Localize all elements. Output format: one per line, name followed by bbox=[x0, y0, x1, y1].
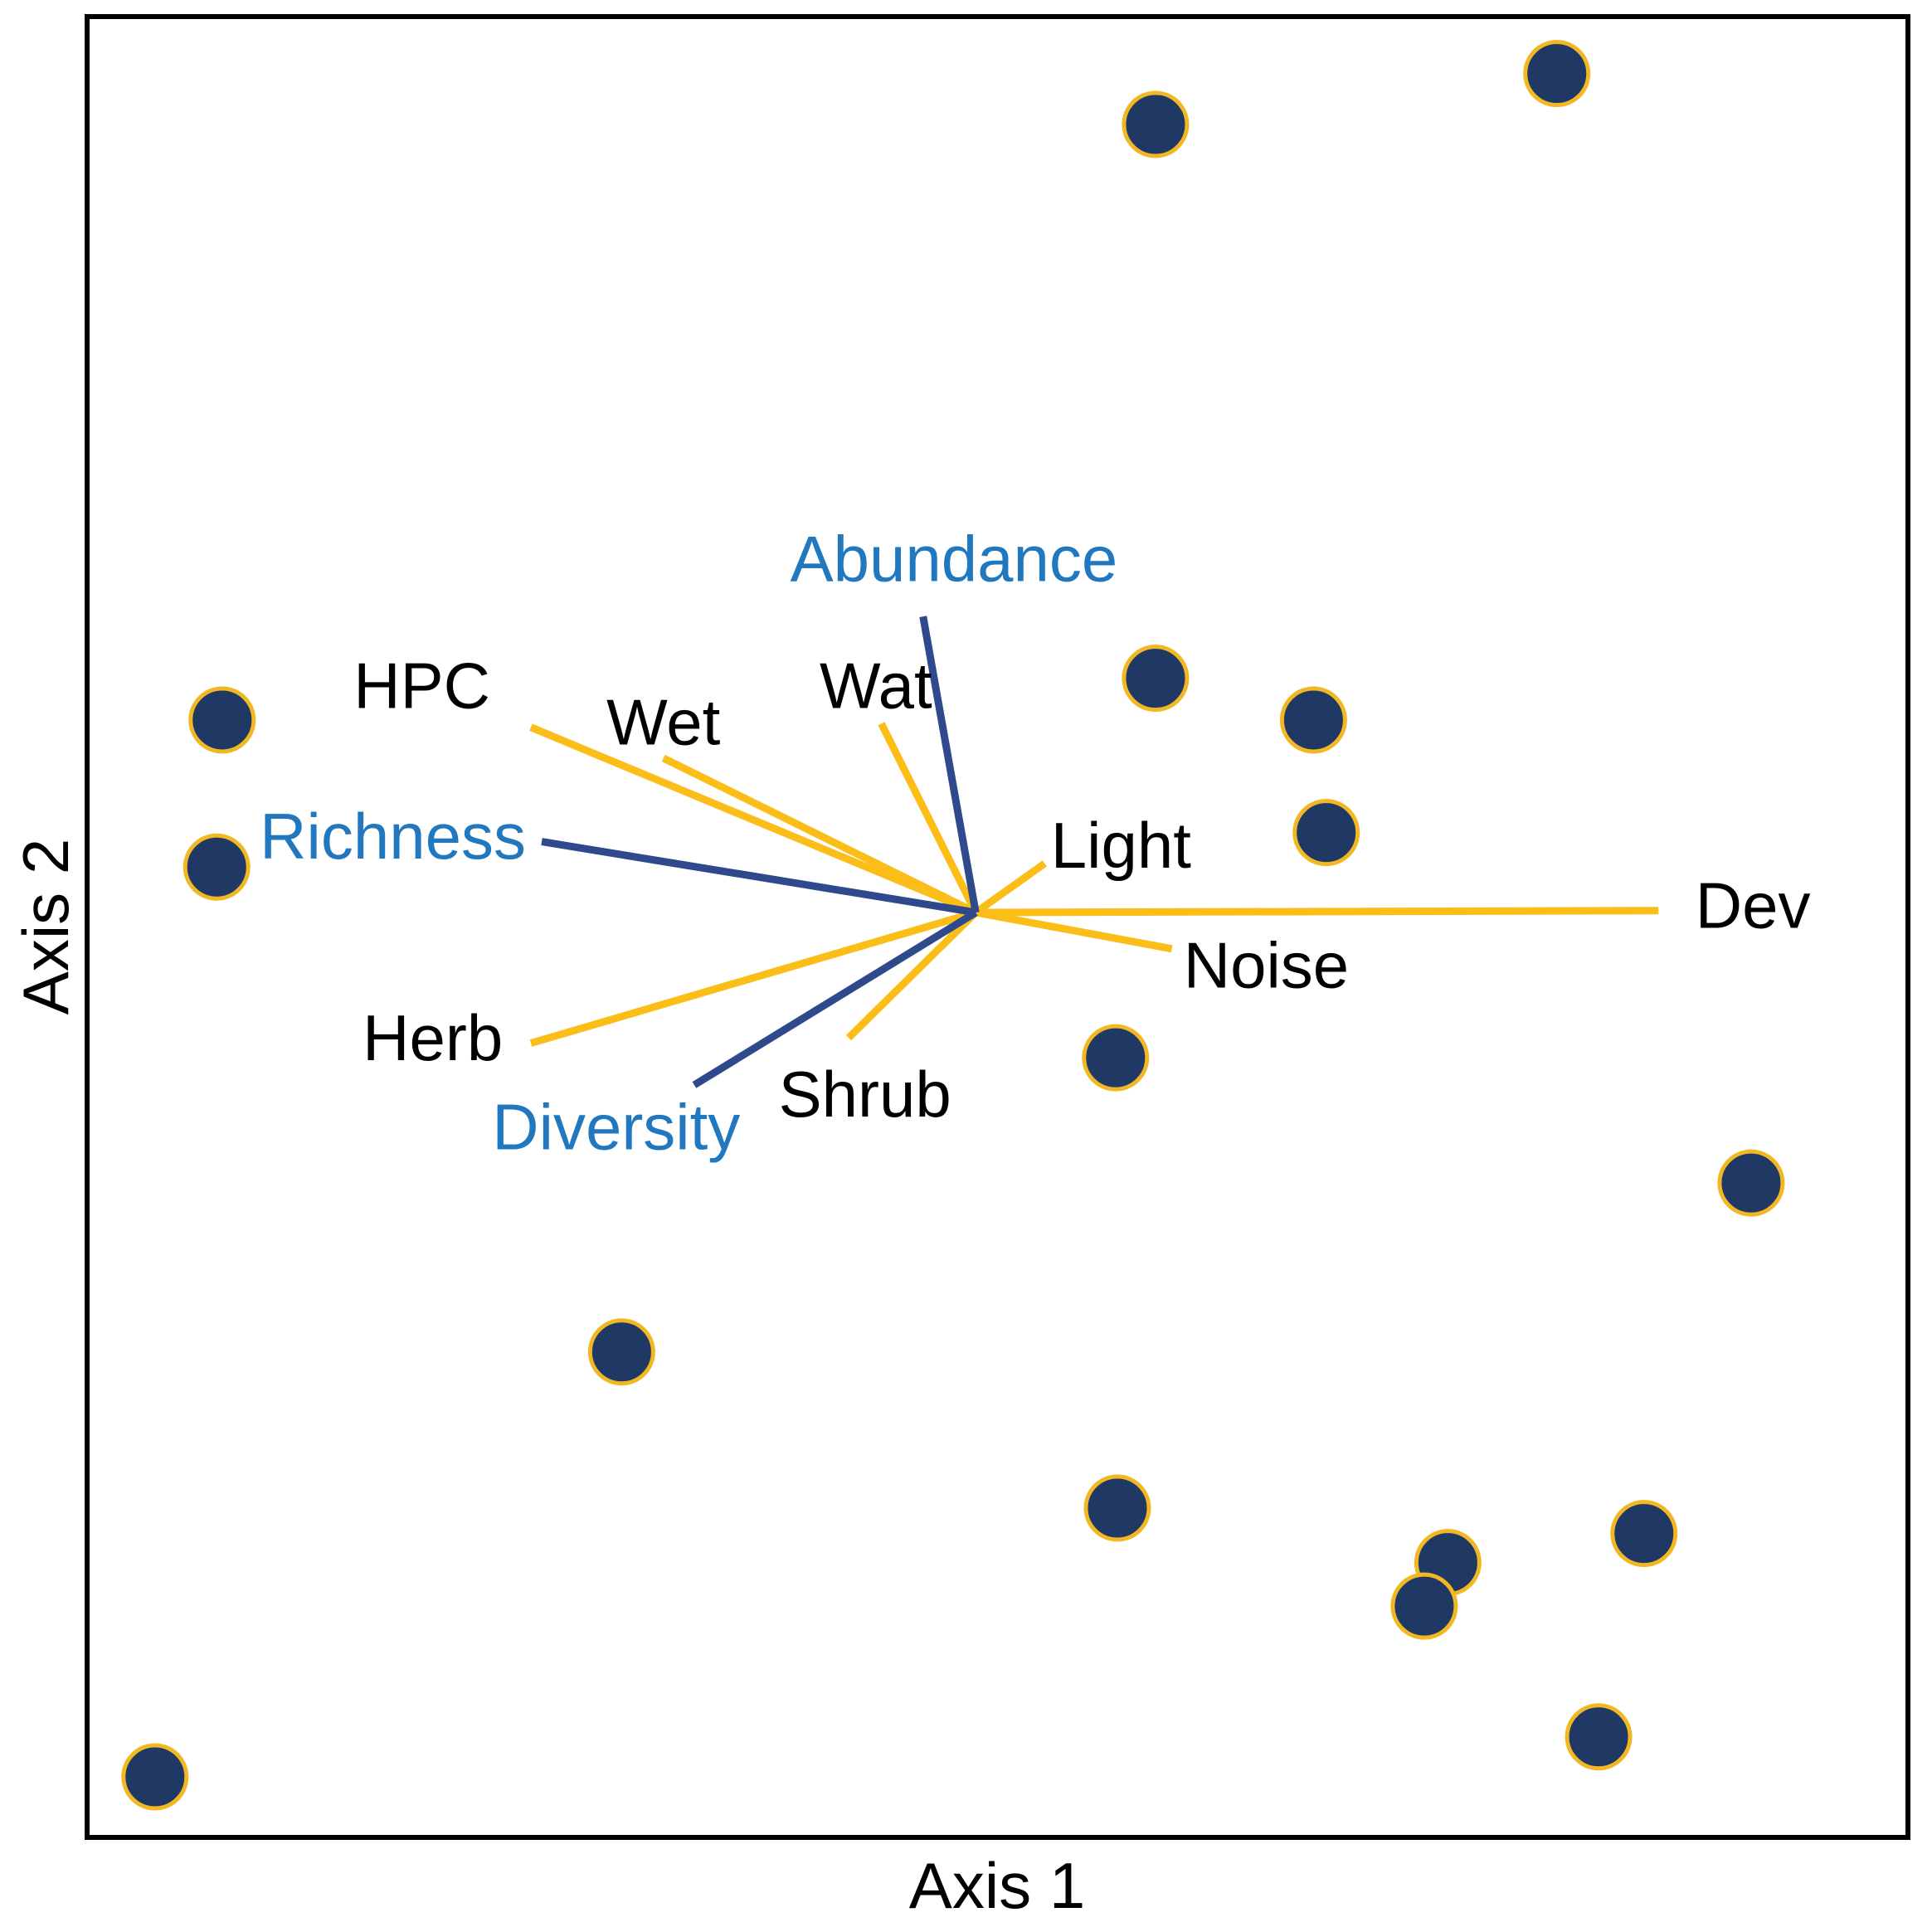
vector-label-richness: Richness bbox=[260, 800, 526, 873]
vector-label-noise: Noise bbox=[1184, 929, 1349, 1002]
data-point bbox=[1279, 686, 1347, 754]
vector-dev bbox=[976, 907, 1659, 917]
vector-label-wet: Wet bbox=[606, 685, 721, 758]
data-point bbox=[1523, 40, 1591, 108]
data-point bbox=[1082, 1024, 1150, 1092]
vector-label-wat: Wat bbox=[820, 650, 932, 723]
vector-label-diversity: Diversity bbox=[492, 1090, 740, 1163]
vector-shrub bbox=[845, 909, 979, 1041]
x-axis-label: Axis 1 bbox=[909, 1849, 1085, 1922]
data-point bbox=[1565, 1703, 1633, 1771]
points-layer bbox=[121, 40, 1785, 1811]
vector-noise bbox=[975, 908, 1173, 953]
data-point bbox=[121, 1743, 189, 1811]
data-point bbox=[1610, 1500, 1678, 1568]
vector-abundance bbox=[919, 616, 980, 913]
vector-richness bbox=[541, 838, 976, 917]
vector-diversity bbox=[692, 909, 978, 1088]
vector-wat bbox=[878, 722, 980, 915]
data-point bbox=[1717, 1149, 1785, 1217]
vector-hpc bbox=[529, 723, 977, 917]
vector-label-hpc: HPC bbox=[353, 650, 490, 723]
vector-label-herb: Herb bbox=[363, 1001, 503, 1074]
data-point bbox=[1292, 799, 1360, 867]
data-point bbox=[587, 1318, 655, 1386]
vector-label-abundance: Abundance bbox=[791, 522, 1118, 595]
data-point bbox=[1083, 1474, 1151, 1542]
data-point bbox=[1390, 1572, 1458, 1640]
vector-herb bbox=[529, 908, 977, 1047]
vector-label-shrub: Shrub bbox=[779, 1058, 951, 1131]
plot-frame bbox=[85, 14, 1910, 1840]
data-point bbox=[182, 833, 251, 901]
data-point bbox=[1122, 90, 1190, 158]
data-point bbox=[1122, 645, 1190, 713]
y-axis-label: Axis 2 bbox=[9, 839, 82, 1015]
vector-light bbox=[973, 860, 1048, 916]
vector-label-light: Light bbox=[1051, 809, 1191, 882]
data-point bbox=[188, 686, 256, 754]
vector-wet bbox=[661, 754, 978, 917]
vector-label-dev: Dev bbox=[1696, 869, 1811, 942]
vectors-layer bbox=[529, 616, 1659, 1088]
